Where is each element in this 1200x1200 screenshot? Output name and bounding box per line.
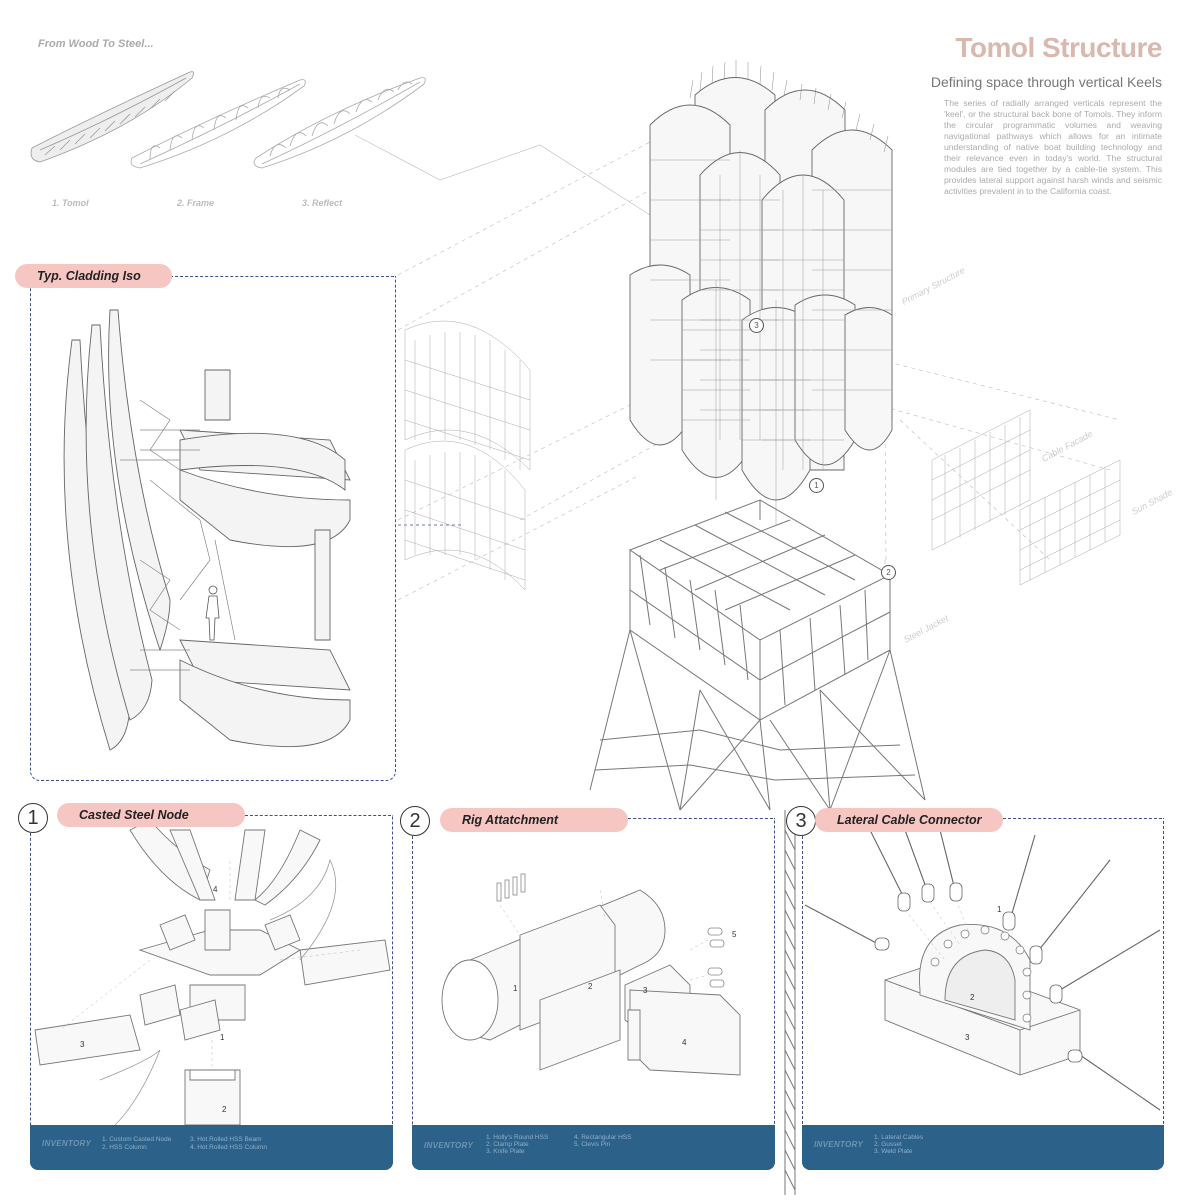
detail-1-top-border xyxy=(245,815,391,816)
part-label: 3 xyxy=(643,986,648,995)
detail-2-title: Rig Attatchment xyxy=(440,808,628,832)
detail-1-number: 1 xyxy=(18,803,48,833)
lateral-cables xyxy=(804,829,1161,1111)
lateral-cable-connector-drawing xyxy=(884,924,1081,1076)
detail-3-number: 3 xyxy=(786,806,816,836)
scale-figure xyxy=(205,585,220,641)
page-subtitle: Defining space through vertical Keels xyxy=(930,74,1162,90)
detail-panel-rig-attachment xyxy=(412,818,775,1170)
marker-2[interactable]: 2 xyxy=(881,565,896,580)
description-text: The series of radially arranged vertical… xyxy=(944,98,1162,196)
structure-grid-lines xyxy=(650,150,892,525)
tomol-boat-drawing xyxy=(30,71,194,163)
inventory-bar-3: INVENTORY 1. Lateral Cables 2. Gusset 3.… xyxy=(802,1125,1164,1170)
inventory-bar-2: INVENTORY 1. Holly's Round HSS 2. Clamp … xyxy=(412,1125,775,1170)
part-label: 1 xyxy=(513,984,518,993)
part-label: 1 xyxy=(220,1033,225,1042)
cable-clevises xyxy=(874,882,1083,1063)
inventory-item: 3. Weld Plate xyxy=(874,1148,913,1155)
inventory-item: 2. HSS Column xyxy=(102,1144,147,1151)
detail-1-title: Casted Steel Node xyxy=(57,803,245,827)
inventory-item: 2. Gusset xyxy=(874,1141,902,1148)
cladding-iso-label: Typ. Cladding Iso xyxy=(15,264,172,288)
inventory-label: INVENTORY xyxy=(814,1140,864,1149)
detail-3-title: Lateral Cable Connector xyxy=(815,808,1003,832)
inventory-item: 5. Clevis Pin xyxy=(574,1141,611,1148)
sun-shade-panel xyxy=(1019,459,1121,586)
part-label: 5 xyxy=(732,930,737,939)
inventory-item: 3. Knife Plate xyxy=(486,1148,525,1155)
part-label: 2 xyxy=(588,982,593,991)
rig-attachment-drawing xyxy=(441,889,741,1076)
part-label: 1 xyxy=(997,905,1002,914)
casted-node-drawing xyxy=(34,819,391,1126)
cladding-panel-top-border xyxy=(170,276,394,277)
step-tomol: 1. Tomol xyxy=(52,198,89,208)
detail-2-top-border xyxy=(628,818,773,819)
reflect-boat-drawing xyxy=(253,77,426,169)
inventory-bar-1: INVENTORY 1. Custom Casted Node 2. HSS C… xyxy=(30,1125,393,1170)
inventory-label: INVENTORY xyxy=(424,1141,474,1150)
inventory-label: INVENTORY xyxy=(42,1139,92,1148)
cladding-panel-left xyxy=(404,320,531,591)
inventory-item: 1. Custom Casted Node xyxy=(102,1136,172,1143)
part-label: 3 xyxy=(965,1033,970,1042)
inventory-item: 2. Clamp Plate xyxy=(486,1141,529,1148)
inventory-item: 1. Lateral Cables xyxy=(874,1134,924,1141)
part-label: 2 xyxy=(222,1105,227,1114)
marker-3[interactable]: 3 xyxy=(749,318,764,333)
inventory-item: 3. Hot Rolled HSS Beam xyxy=(190,1136,262,1143)
marker-1[interactable]: 1 xyxy=(809,478,824,493)
cable-facade-panel xyxy=(931,409,1031,551)
inventory-item: 4. Hot Rolled HSS Column xyxy=(190,1144,267,1151)
part-label: 2 xyxy=(970,993,975,1002)
detail-3-top-border xyxy=(1003,818,1162,819)
page-title: Tomol Structure xyxy=(955,32,1162,63)
inventory-item: 1. Holly's Round HSS xyxy=(486,1134,549,1141)
part-label: 3 xyxy=(80,1040,85,1049)
cladding-iso-panel xyxy=(30,276,396,781)
step-frame: 2. Frame xyxy=(177,198,215,208)
primary-structure-drawing xyxy=(629,77,893,501)
from-wood-caption: From Wood To Steel... xyxy=(38,38,154,50)
inventory-item: 4. Rectangular HSS xyxy=(574,1134,632,1141)
detail-panel-lateral-cable xyxy=(802,818,1164,1170)
part-label: 4 xyxy=(213,885,218,894)
step-reflect: 3. Reflect xyxy=(302,198,343,208)
frame-boat-drawing xyxy=(130,79,306,169)
detail-panel-casted-node xyxy=(30,815,393,1170)
detail-2-number: 2 xyxy=(400,806,430,836)
part-label: 4 xyxy=(682,1038,687,1047)
cladding-iso-drawing xyxy=(63,309,351,751)
clevis-pins xyxy=(496,873,725,988)
